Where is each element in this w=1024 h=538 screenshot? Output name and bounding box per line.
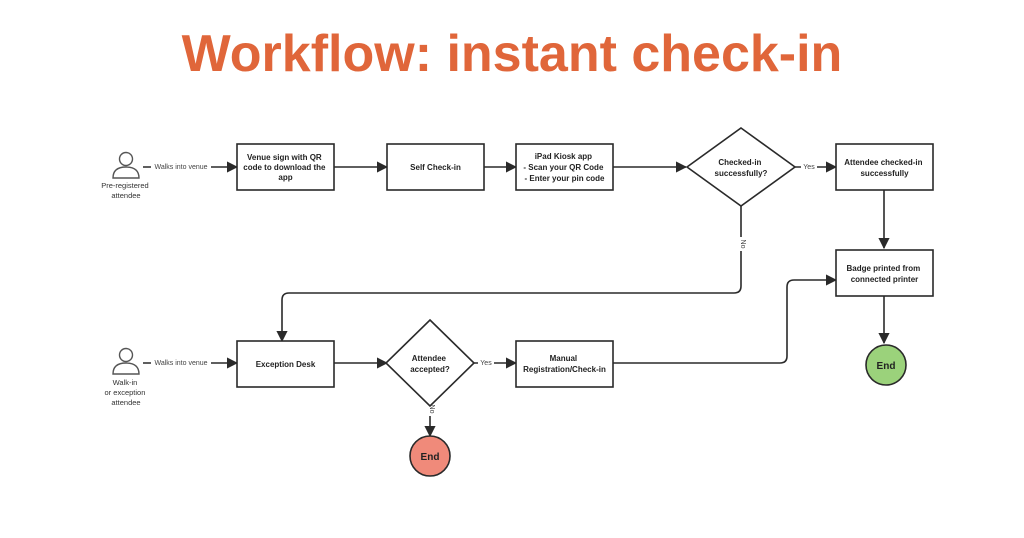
node-label: Attendee accepted? [410, 354, 450, 374]
node-label: Manual Registration/Check-in [523, 354, 606, 374]
edge-yes-2: Yes [474, 357, 518, 369]
edge-manual-to-badge [613, 274, 838, 364]
edge-no-1: No [276, 206, 747, 343]
node-venue-sign: Venue sign with QR code to download the … [236, 143, 335, 191]
edge-yes-1: Yes [795, 161, 838, 173]
node-label: Exception Desk [256, 360, 316, 369]
edge-label: Yes [803, 164, 815, 171]
node-accepted-decision: Attendee accepted? [384, 318, 476, 408]
node-label: Checked-in successfully? [715, 158, 768, 178]
edge-label: Walks into venue [154, 360, 207, 367]
node-end-red: End [409, 435, 451, 477]
edge-walks-into-venue-2: Walks into venue [143, 357, 239, 369]
end-label: End [421, 452, 440, 463]
node-attendee-checked-in: Attendee checked-in successfully [835, 143, 934, 191]
node-label: Badge printed from connected printer [846, 264, 922, 284]
edge-label: Walks into venue [154, 164, 207, 171]
edge-label: Yes [480, 360, 492, 367]
person-icon [112, 347, 140, 375]
actor-walk-in: Walk-in or exception attendee [105, 347, 148, 407]
page-title: Workflow: instant check-in [181, 25, 843, 83]
actor-label: Walk-in or exception attendee [105, 378, 148, 407]
node-manual-registration: Manual Registration/Check-in [515, 340, 614, 388]
actor-label: Pre-registered attendee [101, 181, 151, 200]
node-end-green: End [865, 344, 907, 386]
person-icon [112, 151, 140, 179]
actor-pre-registered: Pre-registered attendee [101, 151, 151, 200]
node-checked-in-decision: Checked-in successfully? [685, 127, 797, 207]
node-badge-printed: Badge printed from connected printer [835, 249, 934, 297]
node-self-checkin: Self Check-in [386, 143, 485, 191]
node-label: Attendee checked-in successfully [844, 158, 924, 178]
node-label: Venue sign with QR code to download the … [243, 153, 327, 182]
node-exception-desk: Exception Desk [236, 340, 335, 388]
edge-no-2: No [424, 402, 436, 438]
node-kiosk: iPad Kiosk app - Scan your QR Code - Ent… [515, 143, 614, 191]
node-label: Self Check-in [410, 163, 461, 172]
edge-walks-into-venue-1: Walks into venue [143, 161, 239, 173]
edge-label: No [739, 240, 746, 249]
edge-label: No [428, 405, 435, 414]
end-label: End [877, 361, 896, 372]
node-label: iPad Kiosk app - Scan your QR Code - Ent… [523, 152, 605, 183]
